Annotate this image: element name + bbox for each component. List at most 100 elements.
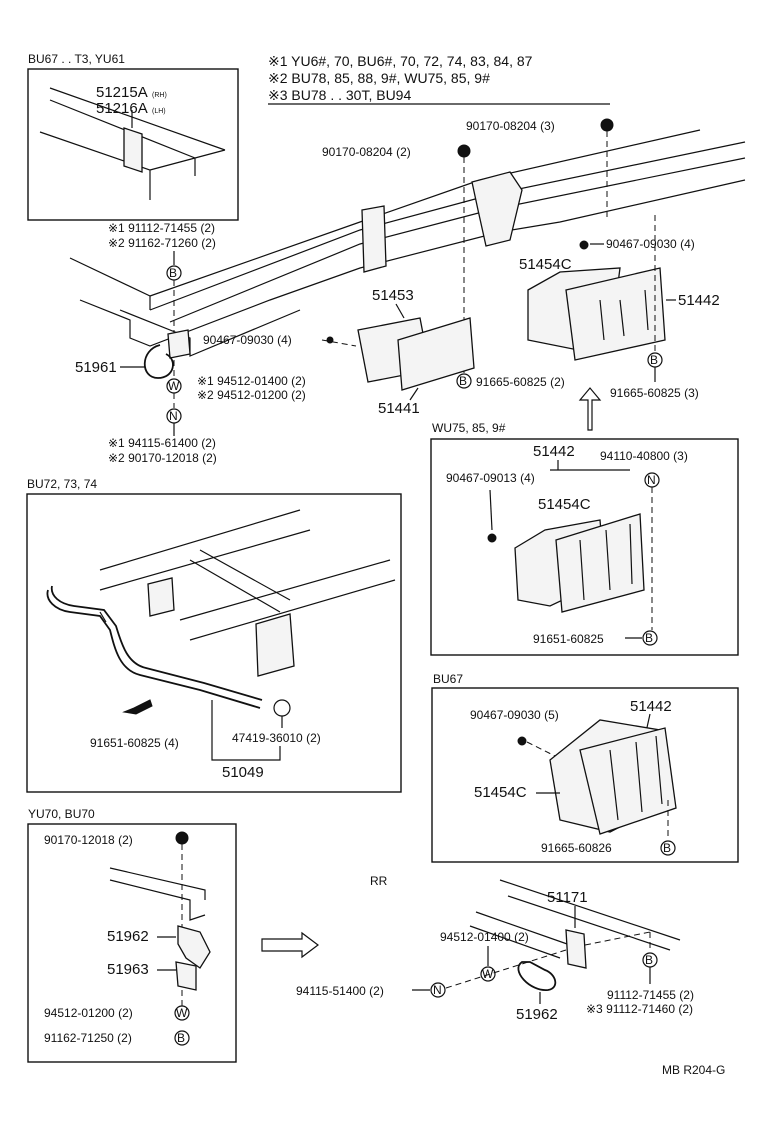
label-rear-bolt-1: 91112-71455 (2) xyxy=(607,988,694,1002)
inset-wu75-title: WU75, 85, 9# xyxy=(432,421,506,435)
symbol-n-left: N xyxy=(169,409,178,423)
bolt-90170-icon-mid xyxy=(457,144,471,158)
stabilizer-bar-51049 xyxy=(46,589,261,709)
label-washer-1: ※1 94512-01400 (2) xyxy=(197,374,306,388)
inset-bu72-frame xyxy=(26,493,402,793)
inset-bu72: BU72, 73, 74 91651-60825 (4) 47419-36010… xyxy=(26,477,402,793)
spring-bracket-right xyxy=(471,171,523,247)
rear-dash-line xyxy=(445,949,567,989)
symbol-b-right: B xyxy=(650,353,658,367)
yu70-frame-lines xyxy=(109,867,206,921)
bu67-guard-ribs xyxy=(609,735,663,821)
label-rear-washer: 94512-01400 (2) xyxy=(440,930,529,944)
inset-bu67-title: BU67 xyxy=(433,672,463,686)
bracket-51963 xyxy=(175,961,197,991)
label-bolt-top-right: 90170-08204 (3) xyxy=(466,119,555,133)
label-51049: 51049 xyxy=(222,764,264,781)
bu67-bolt-symbol-icon xyxy=(660,840,676,856)
label-left-bolt-2: ※2 91162-71260 (2) xyxy=(108,236,216,250)
mud-guard-assembly: 90467-09030 (4) 51454C 51442 B 91665-608… xyxy=(519,215,720,400)
hook-51962-rear xyxy=(517,961,557,991)
label-bu67-nut: 90467-09030 (5) xyxy=(470,708,559,722)
label-51171: 51171 xyxy=(547,889,588,906)
label-washer-2: ※2 94512-01200 (2) xyxy=(197,388,306,402)
leader-51441 xyxy=(409,387,419,401)
label-bu72-bushing: 47419-36010 (2) xyxy=(232,731,321,745)
inset-bu67-frame xyxy=(431,687,739,863)
inset-bu67-t3: BU67 . . T3, YU61 51215A (RH) 51216A (LH… xyxy=(27,52,239,221)
label-51961: 51961 xyxy=(75,359,117,376)
tow-hook-assembly: ※1 91112-71455 (2) ※2 91162-71260 (2) B … xyxy=(75,221,306,465)
bu72-bracket-left xyxy=(147,577,175,617)
label-yu70-washer: 94512-01200 (2) xyxy=(44,1006,133,1020)
yu70-washer-symbol-icon xyxy=(174,1005,190,1021)
label-wu75-nut-b: 94110-40800 (3) xyxy=(600,449,688,463)
leader-51453 xyxy=(395,303,405,319)
yu70-bolt-symbol-icon xyxy=(174,1030,190,1046)
note-2: ※2 BU78, 85, 88, 9#, WU75, 85, 9# xyxy=(268,70,490,86)
stabilizer-bar-51049-edge xyxy=(50,585,263,701)
label-51441: 51441 xyxy=(378,400,420,417)
rear-washer-symbol-icon xyxy=(480,966,496,982)
wu75-symbol-n: N xyxy=(647,473,656,487)
leader-wu75-nut-a xyxy=(489,489,493,531)
rear-symbol-w: W xyxy=(482,967,494,981)
yu70-symbol-w: W xyxy=(176,1006,188,1020)
bu67-symbol-b: B xyxy=(663,841,671,855)
bolt-90170-icon-right xyxy=(600,118,614,132)
label-51963: 51963 xyxy=(107,961,149,978)
label-bu67-51442: 51442 xyxy=(630,698,672,715)
hook-51961 xyxy=(143,344,174,379)
bu67-guard-51442 xyxy=(579,727,677,835)
rear-dash-top xyxy=(584,931,651,946)
rear-nut-symbol-icon xyxy=(430,982,446,998)
hook-bracket xyxy=(167,329,191,359)
label-51215a: 51215A xyxy=(96,84,148,101)
yu70-symbol-b: B xyxy=(177,1031,185,1045)
guard-51442-slots xyxy=(599,289,649,341)
frame-rail-top-edge xyxy=(149,141,746,311)
arrow-right-icon xyxy=(261,931,319,959)
yu70-nut-icon xyxy=(175,831,189,845)
label-51216a: 51216A xyxy=(96,100,148,117)
label-51442: 51442 xyxy=(678,292,720,309)
bracket-51441 xyxy=(397,317,475,391)
bracket-51215a xyxy=(123,127,143,173)
label-yu70-bolt: 91162-71250 (2) xyxy=(44,1031,132,1045)
bu67-dash-nut xyxy=(526,741,556,757)
label-bolt-top-mid: 90170-08204 (2) xyxy=(322,145,411,159)
bu72-leader-51049 xyxy=(211,700,281,761)
symbol-b-mid: B xyxy=(459,374,467,388)
frame-rail-upper xyxy=(69,129,701,310)
bu67-nut-icon xyxy=(517,736,527,746)
wu75-nut-icon xyxy=(487,533,497,543)
label-51215a-suffix: (RH) xyxy=(152,92,167,99)
bushing-47419-icon xyxy=(273,699,291,717)
wu75-bolt-symbol-icon xyxy=(642,630,658,646)
inset-yu70-title: YU70, BU70 xyxy=(28,807,95,821)
label-wu75-51442: 51442 xyxy=(533,443,575,460)
symbol-w-left: W xyxy=(168,379,180,393)
label-left-bolt-1: ※1 91112-71455 (2) xyxy=(108,221,215,235)
bu72-frame-lines xyxy=(99,509,396,641)
label-51962-yu70: 51962 xyxy=(107,928,149,945)
symbol-b-left: B xyxy=(169,266,177,280)
label-nut-right: 90467-09030 (4) xyxy=(606,237,695,251)
label-nut-2: ※2 90170-12018 (2) xyxy=(108,451,217,465)
label-bolt-b-mid: 91665-60825 (2) xyxy=(476,375,565,389)
inset-wu75-frame xyxy=(430,438,739,656)
guard-51442 xyxy=(565,267,666,361)
figure-reference: MB R204-G xyxy=(662,1063,725,1077)
center-bracket-assembly: 51453 90467-09030 (4) 51441 B 91665-6082… xyxy=(203,287,602,431)
label-rear-nut: 94115-51400 (2) xyxy=(296,984,384,998)
rear-symbol-b: B xyxy=(645,953,653,967)
hook-51962-yu70 xyxy=(177,925,211,969)
label-bu72-bolt: 91651-60825 (4) xyxy=(90,736,179,750)
inset-bu67: BU67 90467-09030 (5) 51442 51454C 91665-… xyxy=(431,672,739,863)
inset-bu67-t3-frame xyxy=(27,68,239,221)
bu72-bushing-left xyxy=(99,611,107,623)
frame-rail-mid-edge xyxy=(169,157,746,323)
bu72-bracket-right xyxy=(255,613,295,677)
wu75-guard-slots xyxy=(579,523,633,601)
label-yu70-nut: 90170-12018 (2) xyxy=(44,833,133,847)
